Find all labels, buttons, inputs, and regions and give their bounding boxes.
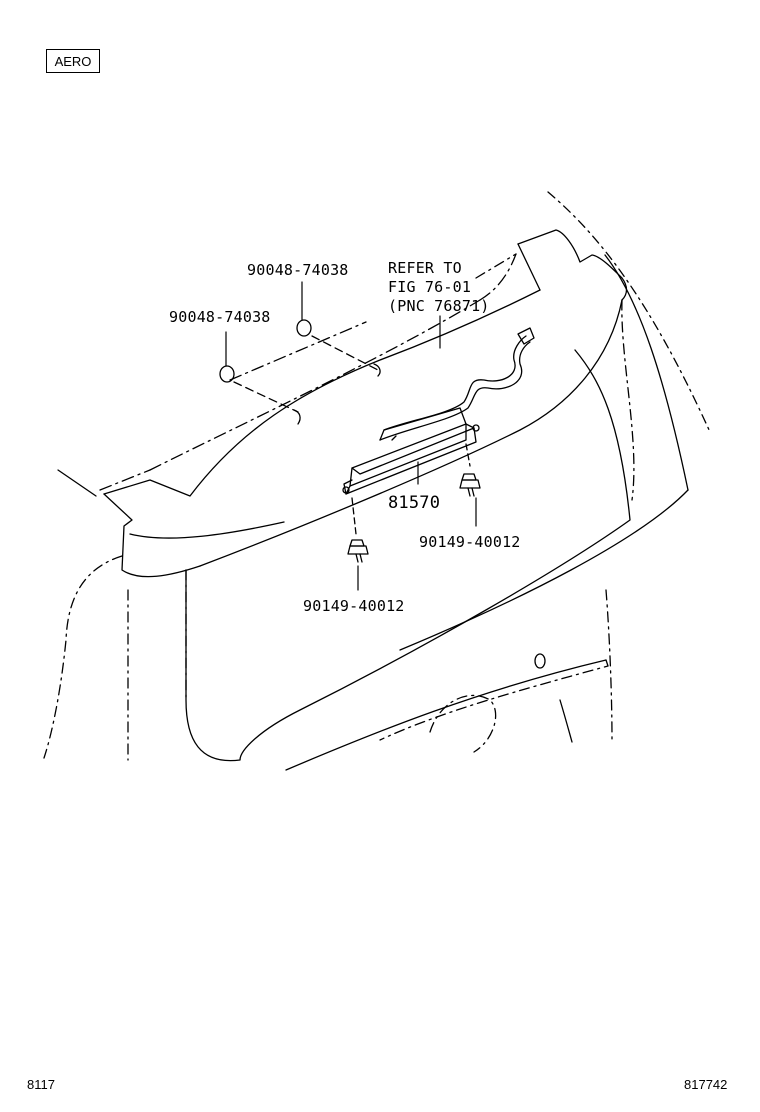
callout-screw-left: 90149-40012	[303, 597, 405, 615]
grommet-lower	[219, 365, 301, 425]
rear-spoiler	[99, 229, 628, 578]
figure-code: 8117	[27, 1077, 55, 1092]
callout-grommet-lower: 90048-74038	[169, 308, 271, 326]
stop-lamp-assembly	[342, 327, 535, 495]
callout-screw-right: 90149-40012	[419, 533, 521, 551]
callout-stop-lamp: 81570	[388, 493, 441, 513]
variant-tag: AERO	[46, 49, 100, 73]
leader-lines	[225, 281, 477, 591]
refer-line-3: (PNC 76871)	[388, 297, 490, 315]
callout-grommet-upper: 90048-74038	[247, 261, 349, 279]
screw-left	[347, 497, 369, 563]
back-door-outline	[43, 191, 711, 771]
refer-line-2: FIG 76-01	[388, 278, 472, 296]
refer-line-1: REFER TO	[388, 259, 462, 277]
screw-right	[459, 443, 481, 497]
illustration-number: 817742	[684, 1077, 728, 1092]
grommet-upper	[296, 319, 381, 377]
